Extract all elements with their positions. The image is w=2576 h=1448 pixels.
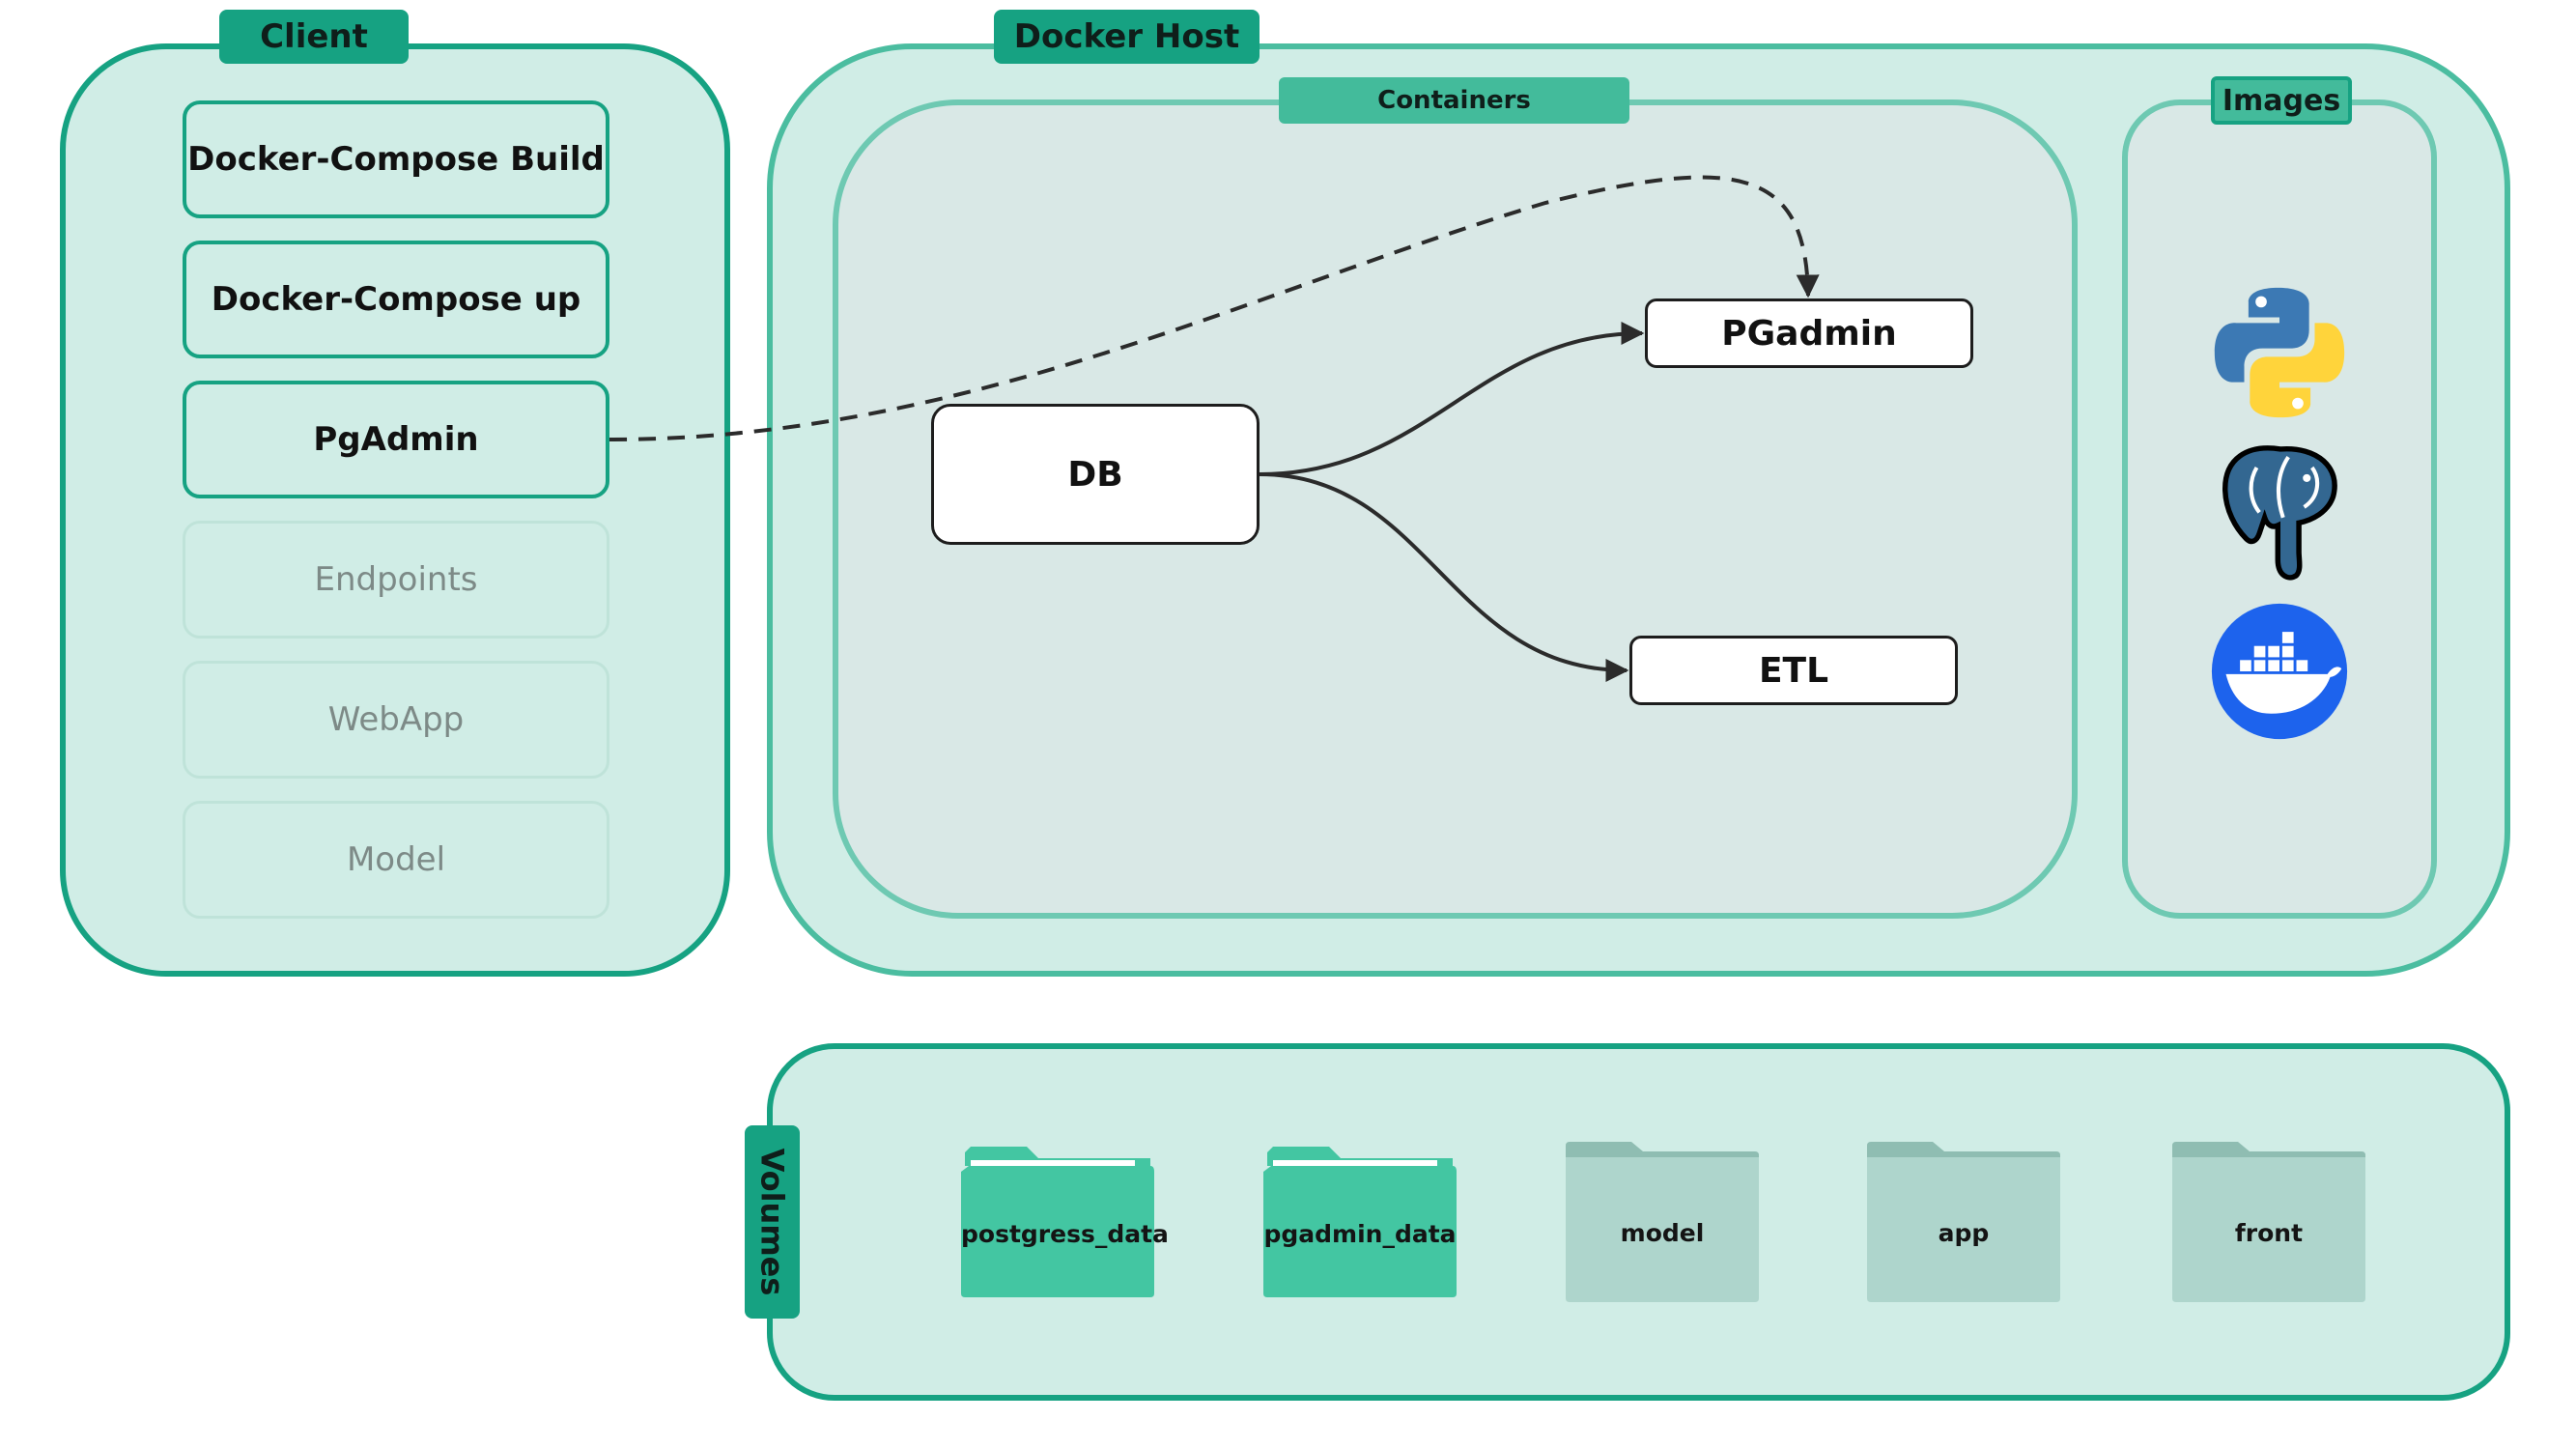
- client-title: Client: [219, 10, 409, 64]
- docker-compose-build-button[interactable]: Docker-Compose Build: [183, 100, 609, 218]
- volumes-title: Volumes: [745, 1125, 800, 1319]
- folder-app[interactable]: app: [1867, 1140, 2060, 1302]
- folder-icon: [1566, 1142, 1759, 1302]
- folder-label: model: [1620, 1219, 1705, 1247]
- docker-whale-icon: [2211, 603, 2348, 740]
- docker-host-title: Docker Host: [994, 10, 1260, 64]
- folder-label: postgress_data: [961, 1220, 1169, 1248]
- db-node[interactable]: DB: [931, 404, 1260, 545]
- folder-pgadmin-data[interactable]: pgadmin_data: [1263, 1143, 1457, 1297]
- endpoints-button[interactable]: Endpoints: [183, 521, 609, 639]
- folder-icon: [2172, 1142, 2365, 1302]
- model-button[interactable]: Model: [183, 801, 609, 919]
- volumes-title-text: Volumes: [753, 1148, 791, 1296]
- pgadmin-node[interactable]: PGadmin: [1645, 298, 1973, 368]
- folder-label: app: [1938, 1219, 1990, 1247]
- folder-label: pgadmin_data: [1263, 1220, 1457, 1248]
- pgadmin-button[interactable]: PgAdmin: [183, 381, 609, 498]
- folder-model[interactable]: model: [1566, 1140, 1759, 1302]
- folder-label: front: [2234, 1219, 2304, 1247]
- folder-front[interactable]: front: [2172, 1140, 2365, 1302]
- python-logo-icon: [2214, 287, 2345, 418]
- folder-icon: [961, 1147, 1154, 1297]
- folder-icon: [1263, 1147, 1457, 1297]
- postgresql-elephant-icon: [2222, 445, 2337, 581]
- folder-postgress-data[interactable]: postgress_data: [961, 1143, 1169, 1297]
- etl-node[interactable]: ETL: [1629, 636, 1958, 705]
- webapp-button[interactable]: WebApp: [183, 661, 609, 779]
- docker-compose-up-button[interactable]: Docker-Compose up: [183, 241, 609, 358]
- containers-title: Containers: [1279, 77, 1629, 124]
- folder-icon: [1867, 1142, 2060, 1302]
- images-title: Images: [2211, 76, 2352, 125]
